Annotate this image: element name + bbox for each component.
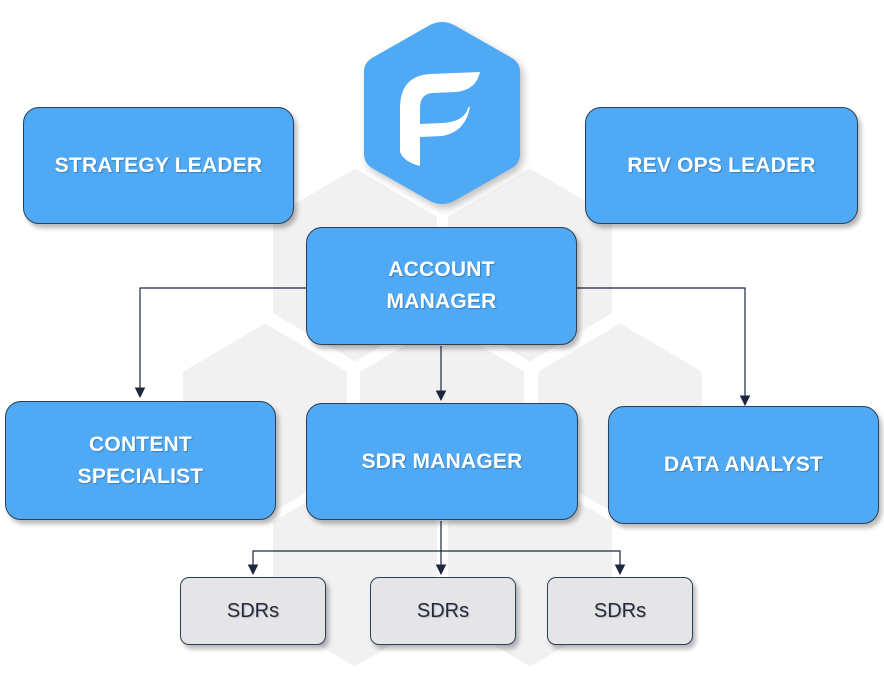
node-content-specialist: CONTENT SPECIALIST <box>5 401 276 520</box>
node-account-manager: ACCOUNT MANAGER <box>306 227 577 345</box>
node-data-analyst: DATA ANALYST <box>608 406 879 524</box>
brand-f-logo-icon <box>400 72 480 166</box>
node-label: SDRs <box>416 599 470 622</box>
node-label: CONTENT SPECIALIST <box>77 432 204 488</box>
node-sdrs-1: SDRs <box>180 577 326 645</box>
node-label: SDRs <box>226 599 280 622</box>
node-strategy-leader: STRATEGY LEADER <box>23 107 294 224</box>
edge-account-to-data-analyst <box>577 287 751 407</box>
node-rev-ops-leader: REV OPS LEADER <box>585 107 858 224</box>
node-sdr-manager: SDR MANAGER <box>306 403 578 520</box>
edge-account-to-content <box>134 287 307 399</box>
logo-hexagon-shape <box>364 22 520 204</box>
node-label: SDR MANAGER <box>361 449 523 473</box>
node-label: ACCOUNT MANAGER <box>386 258 497 313</box>
node-label: REV OPS LEADER <box>627 153 816 177</box>
node-label: STRATEGY LEADER <box>54 153 263 177</box>
node-label: DATA ANALYST <box>663 453 824 476</box>
edge-sdr-manager-to-sdrs-1 <box>247 550 441 576</box>
edge-sdr-manager-to-sdrs-3 <box>441 550 626 576</box>
node-label: SDRs <box>593 599 647 622</box>
node-sdrs-3: SDRs <box>547 577 693 645</box>
logo-hexagon <box>364 22 520 204</box>
node-sdrs-2: SDRs <box>370 577 516 645</box>
